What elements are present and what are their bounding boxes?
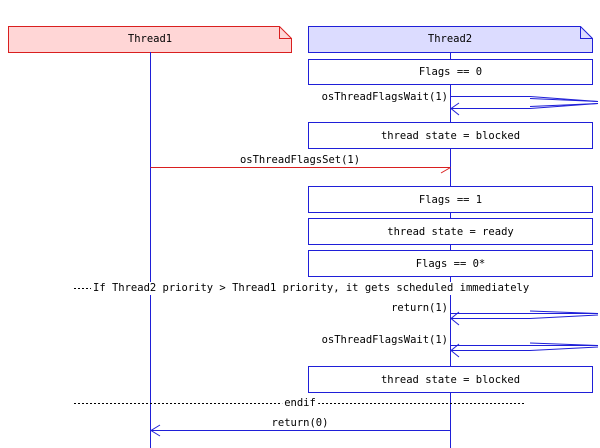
- thread1-header-fold: [279, 26, 292, 39]
- endif-label: endif: [282, 397, 318, 410]
- return-1-label: return(1): [391, 302, 448, 314]
- thread2-label: Thread2: [427, 33, 473, 45]
- return-0-arrow: [150, 424, 451, 437]
- flags-zero-star-box[interactable]: Flags == 0*: [308, 250, 593, 277]
- blocked-state-box-1[interactable]: thread state = blocked: [308, 122, 593, 149]
- wait-call-1-arrow: [450, 96, 599, 116]
- thread1-label: Thread1: [127, 33, 173, 45]
- wait-call-1-label: osThreadFlagsWait(1): [321, 91, 448, 103]
- flags-zero-box[interactable]: Flags == 0: [308, 59, 593, 85]
- set-call-arrow: [150, 167, 451, 174]
- priority-note-label: If Thread2 priority > Thread1 priority, …: [91, 282, 532, 295]
- thread2-header-fold: [580, 26, 593, 39]
- set-call-label: osThreadFlagsSet(1): [239, 154, 361, 166]
- return-1-arrow: [450, 310, 599, 326]
- thread1-header-box[interactable]: [8, 26, 292, 53]
- thread2-header-box[interactable]: [308, 26, 593, 53]
- wait-call-2-arrow: [450, 342, 599, 358]
- ready-state-box[interactable]: thread state = ready: [308, 218, 593, 245]
- blocked-state-box-2[interactable]: thread state = blocked: [308, 366, 593, 393]
- flags-one-box[interactable]: Flags == 1: [308, 186, 593, 213]
- return-0-label: return(0): [271, 417, 329, 429]
- wait-call-2-label: osThreadFlagsWait(1): [321, 334, 448, 346]
